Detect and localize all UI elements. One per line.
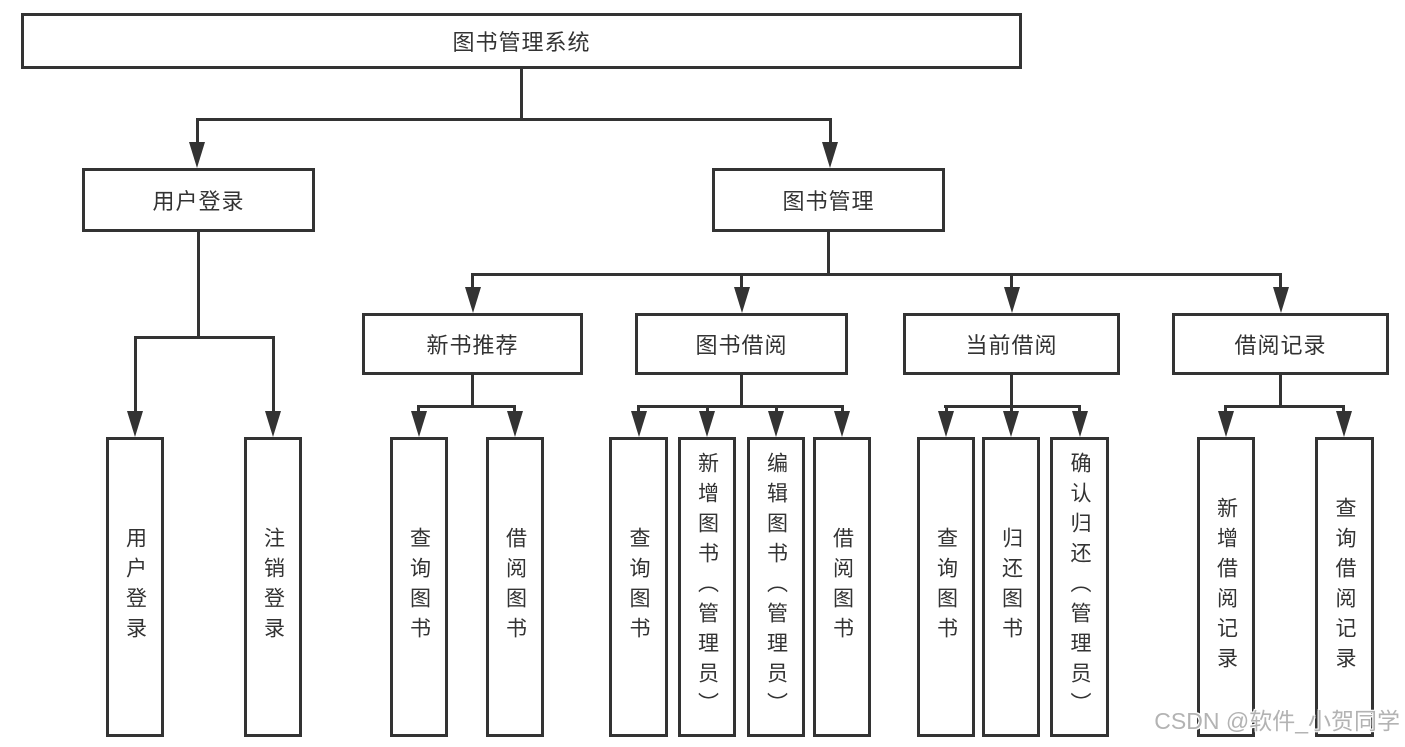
node-label: 用户登录 xyxy=(123,527,147,647)
leaf-add-book-admin: 新增图书（管理员） xyxy=(678,437,736,737)
leaf-borrow-books: 借阅图书 xyxy=(813,437,871,737)
arrow-down-icon xyxy=(768,411,784,437)
leaf-borrow-books-recommend: 借阅图书 xyxy=(486,437,544,737)
leaf-edit-book-admin: 编辑图书（管理员） xyxy=(747,437,805,737)
arrow-down-icon xyxy=(631,411,647,437)
node-book-borrow: 图书借阅 xyxy=(635,313,848,375)
leaf-confirm-return-admin: 确认归还（管理员） xyxy=(1050,437,1109,737)
connector-user-login-branch xyxy=(134,336,275,339)
node-label: 图书借阅 xyxy=(695,333,788,358)
connector-to-book-borrow xyxy=(740,273,743,289)
csdn-watermark: CSDN @软件_小贺同学 xyxy=(1154,708,1400,734)
connector-leaf-stem xyxy=(1342,405,1345,413)
leaf-query-books-current: 查询图书 xyxy=(917,437,975,737)
node-label: 新增图书（管理员） xyxy=(695,452,719,722)
leaf-query-borrow-record: 查询借阅记录 xyxy=(1315,437,1374,737)
node-label: 借阅图书 xyxy=(830,527,854,647)
node-label: 查询图书 xyxy=(627,527,651,647)
connector-leaf-stem xyxy=(706,405,709,413)
leaf-query-books-recommend: 查询图书 xyxy=(390,437,448,737)
arrow-down-icon xyxy=(189,142,205,168)
arrow-down-icon xyxy=(127,411,143,437)
leaf-logout: 注销登录 xyxy=(244,437,302,737)
node-label: 注销登录 xyxy=(261,527,285,647)
connector-leaf-stem xyxy=(1224,405,1227,413)
node-label: 查询图书 xyxy=(934,527,958,647)
node-current-borrow: 当前借阅 xyxy=(903,313,1120,375)
leaf-return-book: 归还图书 xyxy=(982,437,1040,737)
node-book-management: 图书管理 xyxy=(712,168,945,232)
connector-book-management-branch xyxy=(471,273,1281,276)
arrow-down-icon xyxy=(1218,411,1234,437)
connector-new-book-branch xyxy=(417,405,515,408)
arrow-down-icon xyxy=(1072,411,1088,437)
connector-to-current-borrow xyxy=(1010,273,1013,289)
node-borrow-record: 借阅记录 xyxy=(1172,313,1389,375)
arrow-down-icon xyxy=(1004,287,1020,313)
connector-book-management-stem xyxy=(827,232,830,276)
connector-leaf-stem xyxy=(637,405,640,413)
arrow-down-icon xyxy=(411,411,427,437)
arrow-down-icon xyxy=(265,411,281,437)
arrow-down-icon xyxy=(1273,287,1289,313)
connector-to-new-book xyxy=(471,273,474,289)
connector-borrow-record-branch xyxy=(1224,405,1344,408)
node-label: 归还图书 xyxy=(999,527,1023,647)
connector-leaf-stem xyxy=(513,405,516,413)
connector-leaf-stem xyxy=(1010,405,1013,413)
connector-book-borrow-branch xyxy=(637,405,843,408)
node-label: 当前借阅 xyxy=(965,333,1058,358)
connector-user-login-stem xyxy=(197,232,200,336)
connector-leaf-stem xyxy=(945,405,948,413)
node-new-book-recommend: 新书推荐 xyxy=(362,313,583,375)
connector-leaf-stem xyxy=(417,405,420,413)
node-label: 图书管理 xyxy=(782,189,875,214)
connector-to-leaf-logout xyxy=(272,336,275,411)
node-label: 新增借阅记录 xyxy=(1214,497,1238,677)
node-label: 查询图书 xyxy=(407,527,431,647)
connector-root-branch xyxy=(196,118,832,121)
node-label: 查询借阅记录 xyxy=(1333,497,1357,677)
arrow-down-icon xyxy=(834,411,850,437)
connector-to-leaf-user-login xyxy=(134,336,137,411)
node-library-management-system: 图书管理系统 xyxy=(21,13,1022,69)
connector-new-book-stem xyxy=(471,375,474,407)
node-label: 图书管理系统 xyxy=(452,30,591,55)
node-user-login: 用户登录 xyxy=(82,168,315,232)
node-label: 用户登录 xyxy=(152,189,245,214)
arrow-down-icon xyxy=(465,287,481,313)
connector-book-borrow-stem xyxy=(740,375,743,407)
connector-borrow-record-stem xyxy=(1279,375,1282,407)
arrow-down-icon xyxy=(938,411,954,437)
arrow-down-icon xyxy=(507,411,523,437)
arrow-down-icon xyxy=(1003,411,1019,437)
node-label: 确认归还（管理员） xyxy=(1068,452,1092,722)
connector-current-borrow-stem xyxy=(1010,375,1013,407)
leaf-query-books-borrow: 查询图书 xyxy=(609,437,668,737)
node-label: 编辑图书（管理员） xyxy=(764,452,788,722)
arrow-down-icon xyxy=(699,411,715,437)
connector-leaf-stem xyxy=(1078,405,1081,413)
leaf-user-login: 用户登录 xyxy=(106,437,164,737)
connector-leaf-stem xyxy=(841,405,844,413)
connector-root-stem xyxy=(520,69,523,118)
connector-to-user-login xyxy=(196,118,199,144)
connector-leaf-stem xyxy=(775,405,778,413)
arrow-down-icon xyxy=(1336,411,1352,437)
node-label: 借阅图书 xyxy=(503,527,527,647)
connector-to-book-management xyxy=(829,118,832,144)
leaf-add-borrow-record: 新增借阅记录 xyxy=(1197,437,1255,737)
arrow-down-icon xyxy=(822,142,838,168)
node-label: 新书推荐 xyxy=(426,333,519,358)
connector-to-borrow-record xyxy=(1279,273,1282,289)
node-label: 借阅记录 xyxy=(1234,333,1327,358)
arrow-down-icon xyxy=(734,287,750,313)
